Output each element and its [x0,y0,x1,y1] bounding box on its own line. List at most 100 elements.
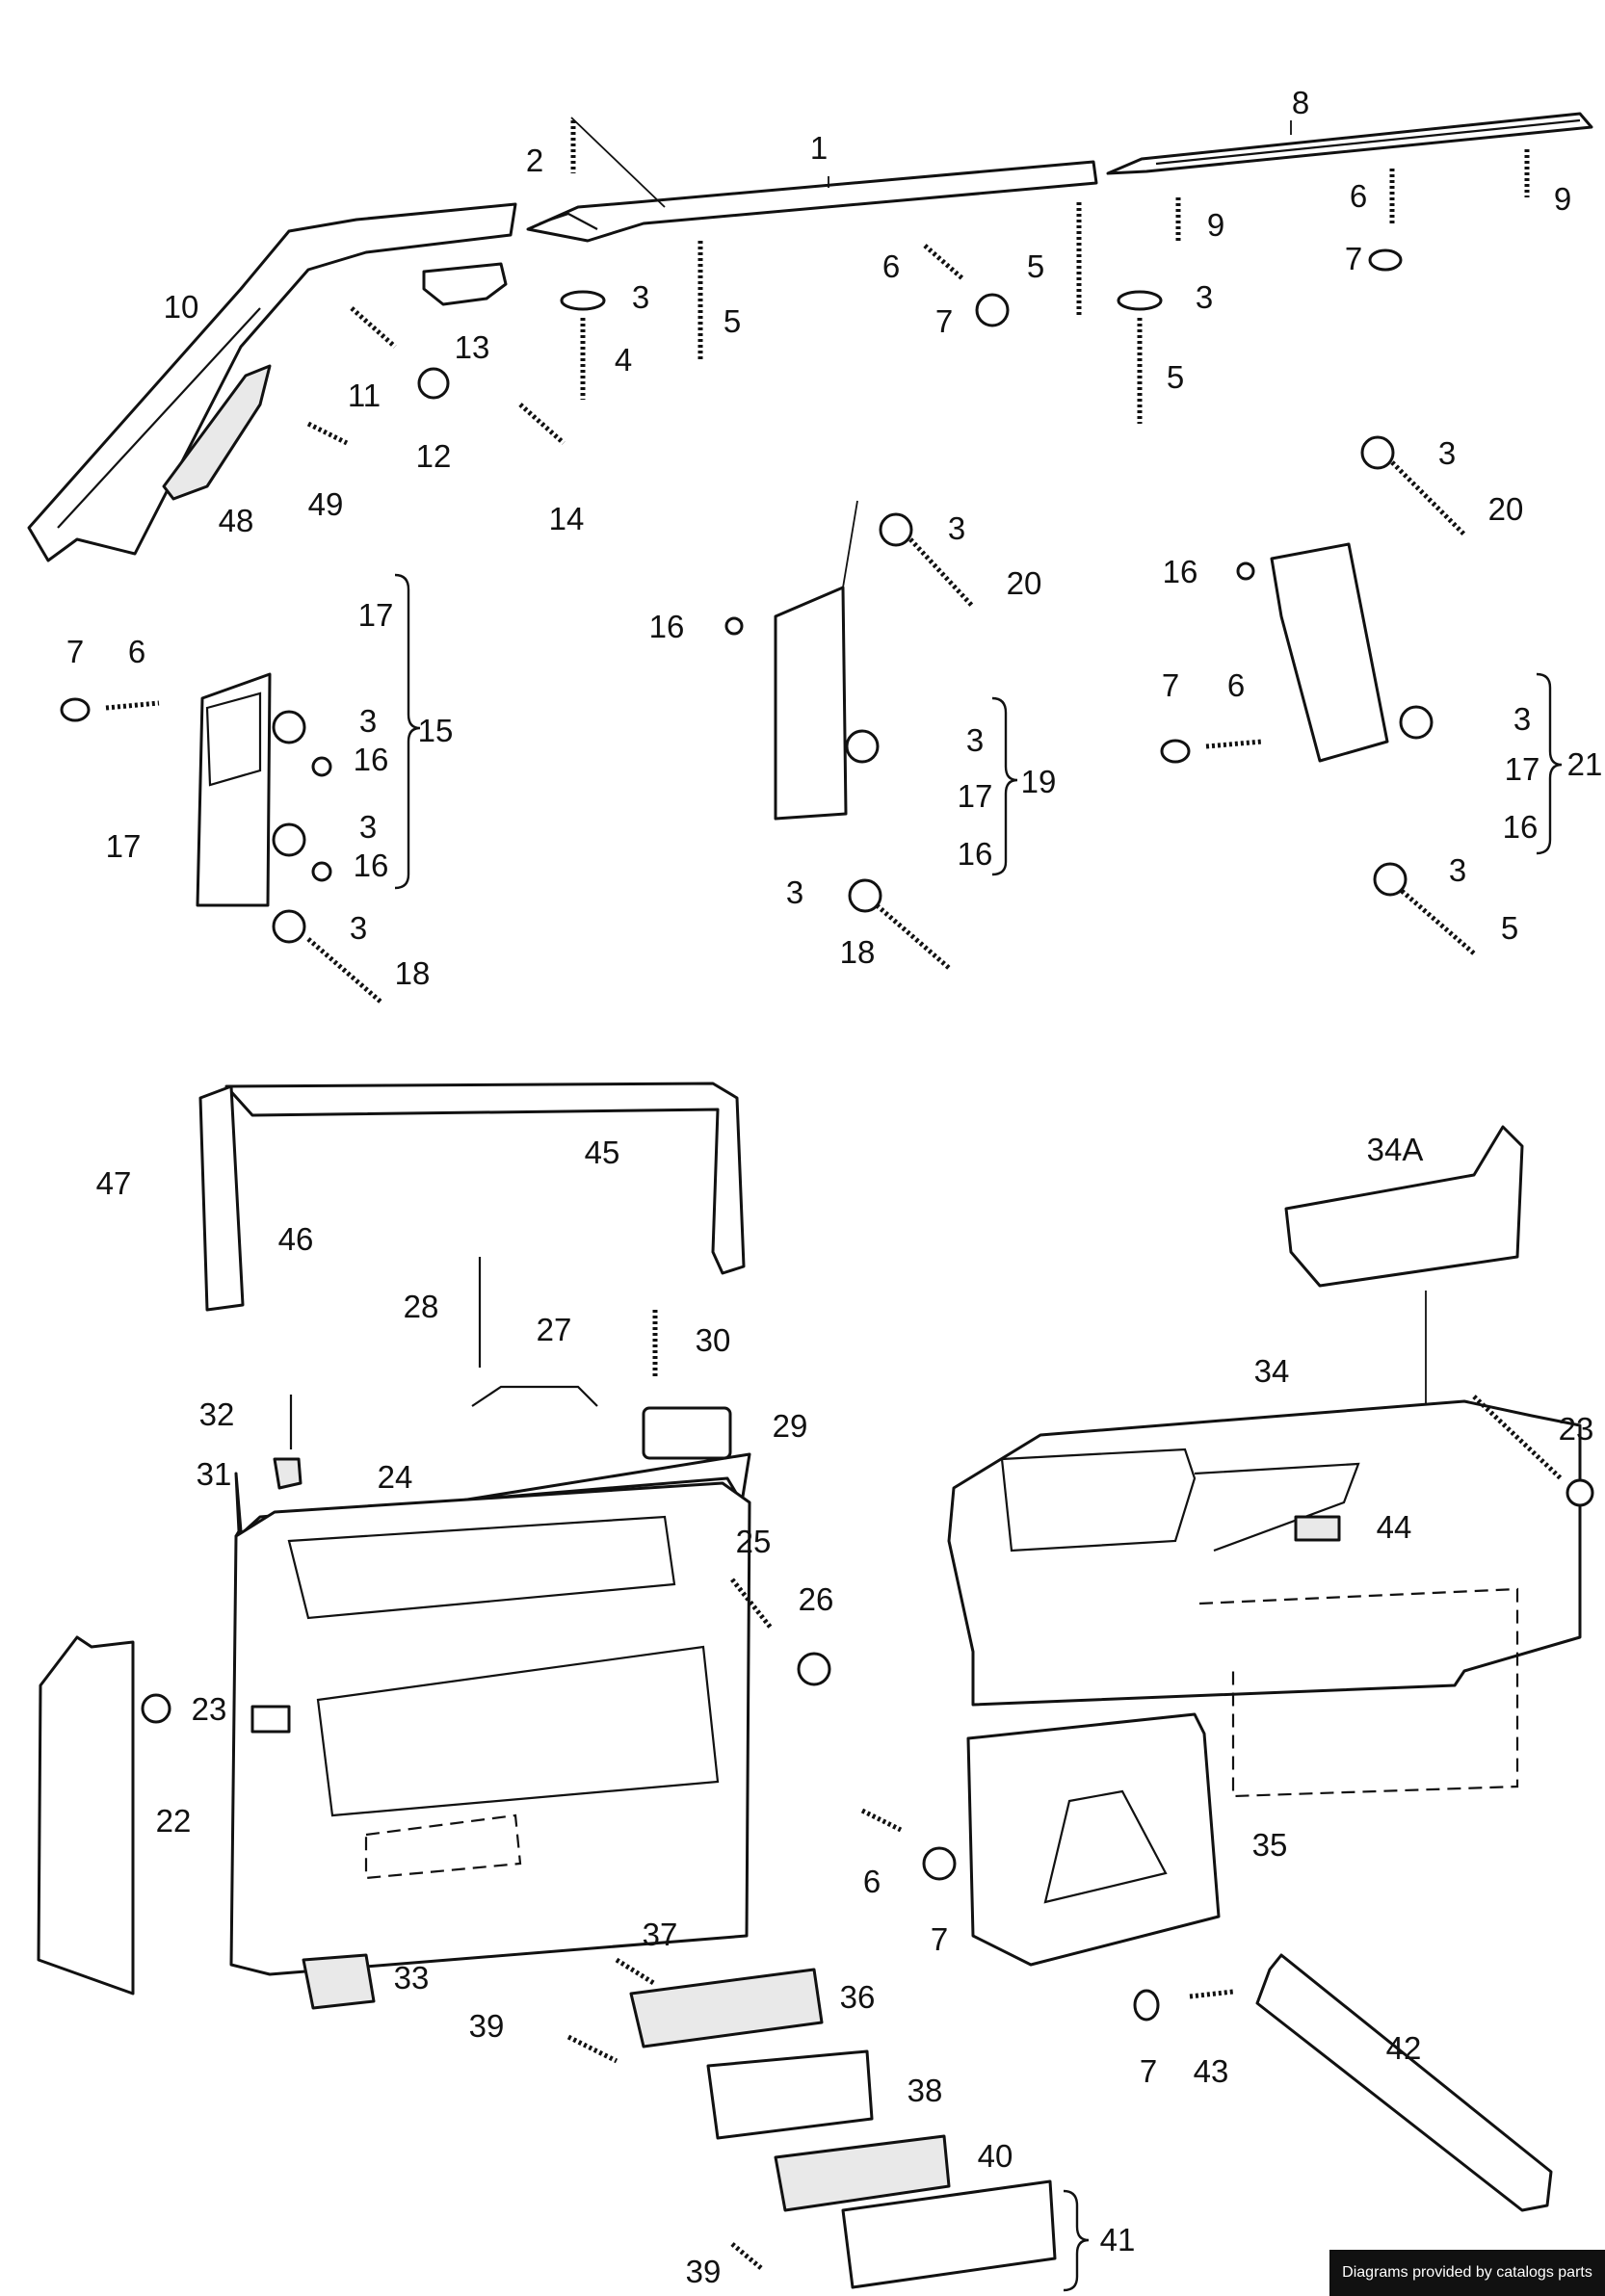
callout-c6a: 6 [882,248,900,284]
credit-label: Diagrams provided by catalogs parts [1329,2250,1605,2296]
brace-21 [1536,672,1563,855]
part-3-washer [560,290,606,311]
callout-c36: 36 [840,1979,876,2015]
part-7-cap [1133,1989,1160,2022]
part-6-screw [860,1808,903,1833]
callout-c25: 25 [736,1524,772,1559]
callout-c31: 31 [197,1456,232,1492]
part-48-handle [162,364,272,501]
part-13-grab-handle [422,262,508,306]
part-3-washer [1117,290,1163,311]
callout-c3g: 3 [966,722,984,758]
callout-c16f: 16 [1503,809,1539,845]
callout-c3j: 3 [1513,701,1531,737]
callout-c7d: 7 [1162,667,1179,703]
callout-c29: 29 [773,1408,808,1444]
part-40-grille [774,2134,951,2212]
callout-c19: 19 [1021,764,1057,799]
callout-c1: 1 [810,130,828,166]
part-49-spring [306,421,349,446]
callout-c3a: 3 [632,279,649,315]
part-33-cover [302,1953,376,2010]
callout-c6b: 6 [1350,178,1367,214]
callout-c16b: 16 [354,848,389,883]
callout-c9a: 9 [1207,207,1224,243]
callout-c14: 14 [549,501,585,536]
callout-c9b: 9 [1554,181,1571,217]
part-41-cover [841,2179,1057,2289]
callout-c49: 49 [308,486,344,522]
callout-c6d: 6 [1227,667,1245,703]
callout-c32: 32 [199,1396,235,1432]
callout-c38: 38 [908,2073,943,2108]
callout-c3d: 3 [359,809,377,845]
part-1-roof-rail [526,160,1098,243]
callout-c12: 12 [416,438,452,474]
callout-c3b: 3 [1196,279,1213,315]
callout-c17c: 17 [958,778,993,814]
callout-c15: 15 [418,713,454,748]
callout-c23b: 23 [192,1691,227,1727]
callout-c48: 48 [219,503,254,538]
callout-c39b: 39 [686,2254,722,2289]
callout-c24: 24 [378,1459,413,1495]
part-11-screw [350,306,397,349]
callout-c44: 44 [1377,1509,1412,1545]
callout-c18a: 18 [395,955,431,991]
callout-c23a: 23 [1559,1411,1594,1447]
callout-c5c: 5 [1167,359,1184,395]
part-19-pillar-trim [774,586,848,821]
callout-c21: 21 [1567,746,1603,782]
callout-c7e: 7 [931,1921,948,1957]
callout-c7f: 7 [1140,2053,1157,2089]
callout-c28: 28 [404,1289,439,1324]
callout-c3i: 3 [1438,435,1456,471]
callout-c16a: 16 [354,742,389,777]
callout-c11: 11 [348,378,381,413]
callout-c3h: 3 [786,874,803,910]
callout-c46: 46 [278,1221,314,1257]
callout-c22: 22 [156,1803,192,1839]
part-12-cap [417,367,450,400]
callout-c17d: 17 [1505,751,1540,787]
part-43-screw [1189,1989,1234,1999]
part-14-screw [518,403,566,445]
callout-c27: 27 [537,1312,572,1347]
callout-c4: 4 [615,342,632,378]
callout-c7c: 7 [66,634,84,669]
part-25-screw [730,1578,773,1630]
callout-c33: 33 [394,1960,430,1996]
callout-c45: 45 [585,1135,620,1170]
callout-c30: 30 [696,1322,731,1358]
part-6-screw [923,244,965,281]
part-35-storage [966,1712,1221,1967]
callout-c6c: 6 [128,634,145,669]
part-7-cap [975,293,1010,327]
callout-c42: 42 [1386,2030,1422,2066]
callout-c26: 26 [799,1581,834,1617]
callout-c47: 47 [96,1165,132,1201]
part-27-bracket [471,1385,598,1407]
part-39-screw [566,2034,618,2064]
part-7-cap [1368,248,1403,272]
part-21-pillar-trim [1270,542,1389,763]
callout-c40: 40 [978,2138,1013,2174]
part-23-clip [141,1693,171,1724]
part-10-a-pillar [27,202,517,562]
part-26-cap [797,1652,831,1686]
callout-c34a: 34A [1367,1132,1424,1167]
callout-c16e: 16 [1163,554,1198,589]
callout-c39a: 39 [469,2008,505,2044]
callout-c17a: 17 [358,597,394,633]
callout-c10: 10 [164,289,199,325]
callout-c5b: 5 [1027,248,1044,284]
part-45-weatherstrip [224,1082,746,1275]
part-23-screw [1472,1395,1563,1480]
part-31-clip [273,1457,303,1490]
part-38-pocket [706,2049,874,2140]
callout-c34: 34 [1254,1353,1290,1389]
part-29-handle [642,1406,732,1460]
part-7-cap [922,1846,957,1881]
